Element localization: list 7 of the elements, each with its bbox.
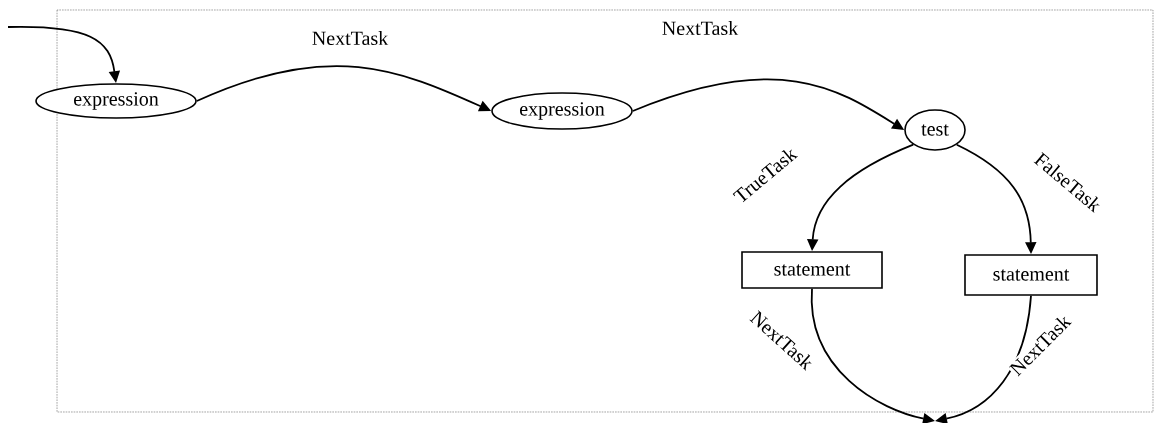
ellipse-node: expression: [491, 92, 633, 130]
box-node: statement: [741, 251, 883, 289]
ellipse-node: expression: [35, 83, 197, 119]
box-node: statement: [964, 254, 1098, 296]
ellipse-node: test: [904, 109, 966, 151]
edge-label: NextTask: [660, 19, 740, 37]
edge-label: NextTask: [310, 29, 390, 47]
